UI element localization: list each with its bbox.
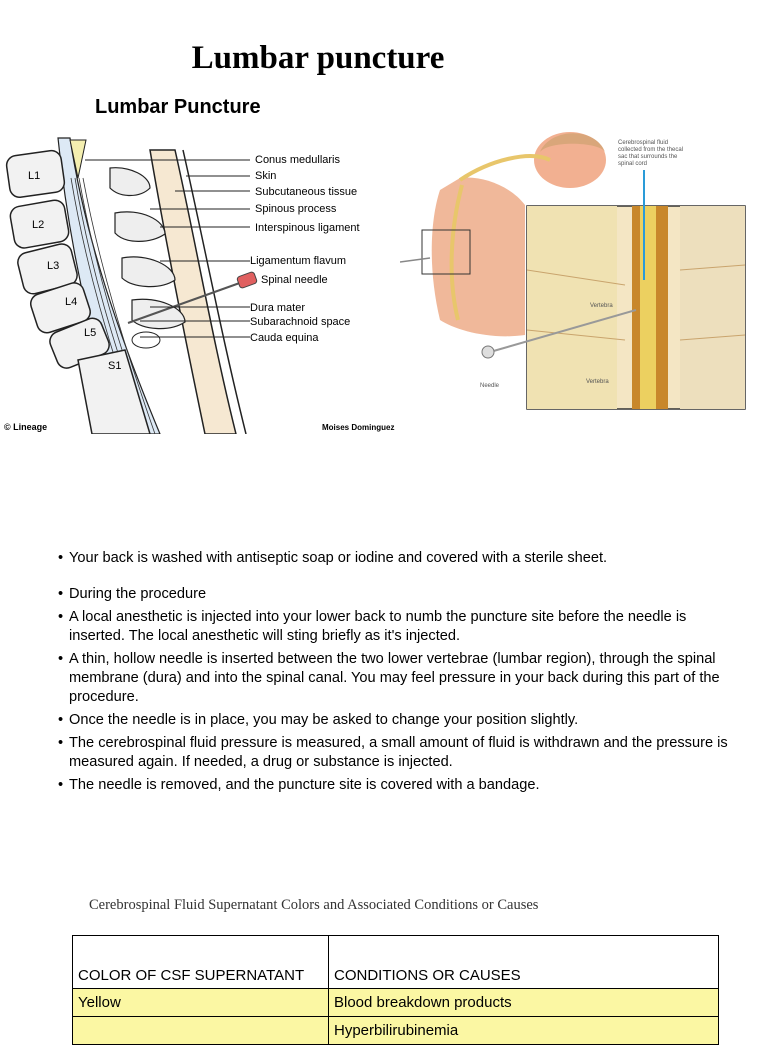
procedure-steps: Your back is washed with antiseptic soap… bbox=[58, 549, 738, 799]
credit-lineage: © Lineage bbox=[4, 422, 47, 432]
page-title: Lumbar puncture bbox=[191, 40, 445, 76]
table-cell: Blood breakdown products bbox=[328, 988, 719, 1017]
list-item: Your back is washed with antiseptic soap… bbox=[58, 549, 738, 568]
table-cell bbox=[72, 1016, 329, 1045]
label-skin: Skin bbox=[255, 170, 276, 182]
vertebra-label: L3 bbox=[47, 260, 59, 272]
vertebra-label: L2 bbox=[32, 219, 44, 231]
table-row: Yellow Blood breakdown products bbox=[72, 988, 719, 1017]
list-item: Once the needle is in place, you may be … bbox=[58, 711, 738, 730]
table-cell: Hyperbilirubinemia bbox=[328, 1016, 719, 1045]
callout-line: sac that surrounds the bbox=[618, 154, 678, 160]
needle-label: Needle bbox=[480, 383, 500, 389]
artist-credit: Moises Dominguez bbox=[322, 423, 394, 432]
column-header: CONDITIONS OR CAUSES bbox=[328, 935, 719, 989]
label-cauda-equina: Cauda equina bbox=[250, 332, 319, 344]
lumbar-puncture-diagram: Lumbar Puncture L1 L2 L3 L4 L5 S1 bbox=[0, 88, 400, 434]
table-header-row: COLOR OF CSF SUPERNATANT CONDITIONS OR C… bbox=[72, 935, 719, 989]
vertebra-label: Vertebra bbox=[586, 379, 609, 385]
label-spinous-process: Spinous process bbox=[255, 203, 337, 215]
callout-line: Cerebrospinal fluid bbox=[618, 140, 668, 146]
vertebra-label: L4 bbox=[65, 296, 77, 308]
list-item: The cerebrospinal fluid pressure is meas… bbox=[58, 734, 738, 772]
label-interspinous-ligament: Interspinous ligament bbox=[255, 222, 360, 234]
vertebra-label: Vertebra bbox=[590, 303, 613, 309]
patient-position-illustration: Cerebrospinal fluid collected from the t… bbox=[400, 130, 768, 434]
csf-color-table: COLOR OF CSF SUPERNATANT CONDITIONS OR C… bbox=[72, 935, 719, 1045]
vertebra-label: S1 bbox=[108, 360, 121, 372]
list-item: The needle is removed, and the puncture … bbox=[58, 776, 738, 795]
table-cell: Yellow bbox=[72, 988, 329, 1017]
table-caption: Cerebrospinal Fluid Supernatant Colors a… bbox=[89, 897, 539, 913]
list-item: A thin, hollow needle is inserted betwee… bbox=[58, 650, 738, 707]
table-row: Hyperbilirubinemia bbox=[72, 1016, 719, 1045]
vertebra-label: L1 bbox=[28, 170, 40, 182]
label-subarachnoid-space: Subarachnoid space bbox=[250, 316, 350, 328]
callout-line: spinal cord bbox=[618, 161, 647, 167]
column-header: COLOR OF CSF SUPERNATANT bbox=[72, 935, 329, 989]
list-item: A local anesthetic is injected into your… bbox=[58, 608, 738, 646]
vertebra-label: L5 bbox=[84, 327, 96, 339]
label-conus-medullaris: Conus medullaris bbox=[255, 154, 340, 166]
label-spinal-needle: Spinal needle bbox=[261, 274, 328, 286]
callout-line: collected from the thecal bbox=[618, 147, 683, 153]
label-ligamentum-flavum: Ligamentum flavum bbox=[250, 255, 346, 267]
diagram-heading: Lumbar Puncture bbox=[95, 96, 261, 118]
label-subcutaneous-tissue: Subcutaneous tissue bbox=[255, 186, 357, 198]
label-dura-mater: Dura mater bbox=[250, 302, 305, 314]
list-item: During the procedure bbox=[58, 585, 738, 604]
